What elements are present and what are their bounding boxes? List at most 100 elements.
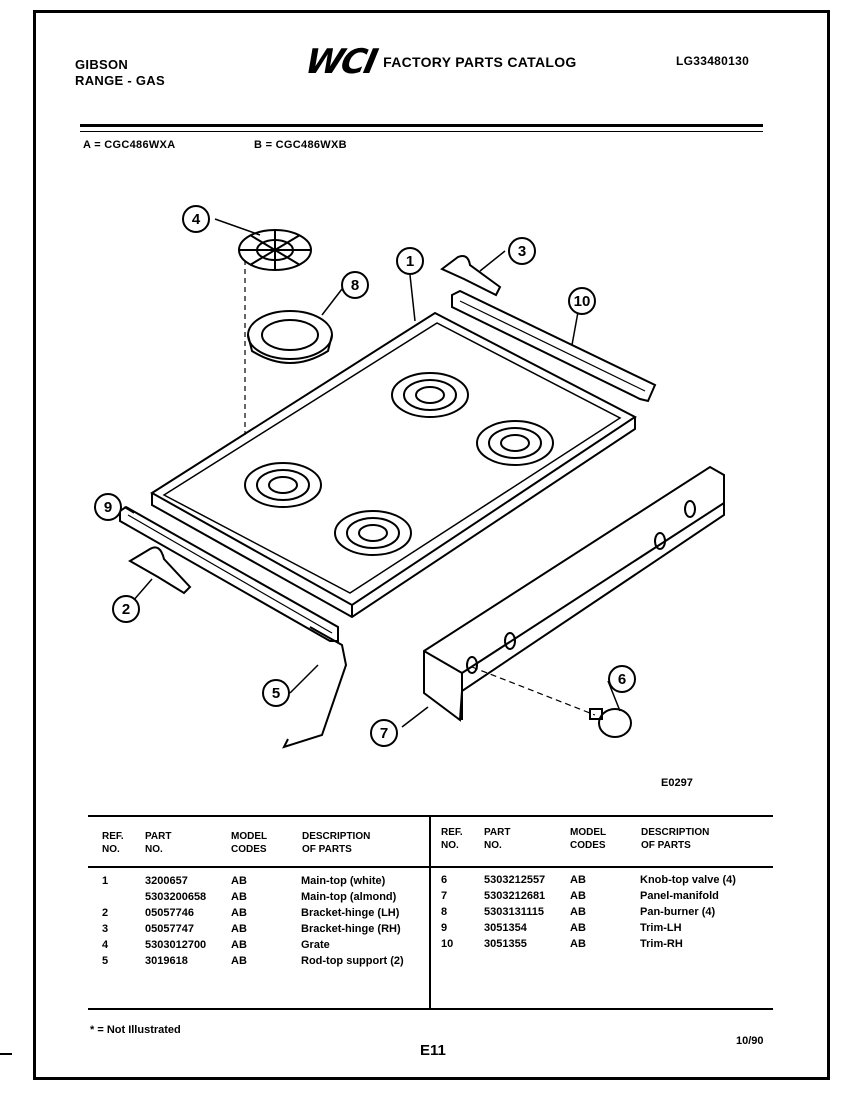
col-part-line2-right: NO. [484,840,502,851]
cell-desc: Pan-burner (4) [640,906,716,918]
callout-label: 10 [574,293,591,310]
knob-part [589,708,632,738]
col-ref-line1: REF. [102,831,124,842]
cell-codes: AB [231,923,247,935]
cell-desc: Trim-RH [640,938,683,950]
col-part-header-right: PART NO. [484,826,510,852]
product-type: RANGE - GAS [75,73,165,88]
col-ref-line2-right: NO. [441,840,459,851]
cell-part: 3019618 [145,955,188,967]
col-part-line1-right: PART [484,827,511,838]
col-desc-line2-right: OF PARTS [641,840,691,851]
callout-7: 7 [370,719,398,747]
cell-desc: Main-top (almond) [301,891,397,903]
cell-ref: 8 [441,906,448,918]
cell-part: 3051354 [484,922,527,934]
cell-ref: 10 [441,938,454,950]
header-catalog: WCI FACTORY PARTS CATALOG [302,42,577,82]
callout-label: 6 [618,671,626,688]
cell-desc: Panel-manifold [640,890,719,902]
cell-desc: Knob-top valve (4) [640,874,736,886]
header-rule-thick [80,124,763,127]
cell-ref: 2 [102,907,109,919]
col-model-line1: MODEL [231,831,268,842]
cell-codes: AB [231,939,247,951]
cell-codes: AB [231,907,247,919]
callout-10: 10 [568,287,596,315]
pan-burner-part [247,310,333,364]
col-desc-line1: DESCRIPTION [302,831,371,842]
header-brand-block: GIBSON RANGE - GAS [75,57,165,89]
cell-part: 05057747 [145,923,194,935]
main-top-part [150,311,637,619]
cell-desc: Bracket-hinge (LH) [301,907,400,919]
callout-8: 8 [341,271,369,299]
cell-part: 05057746 [145,907,194,919]
wci-logo: WCI [301,42,380,82]
catalog-title: FACTORY PARTS CATALOG [383,54,577,70]
cell-desc: Rod-top support (2) [301,955,404,967]
cell-part: 3051355 [484,938,527,950]
cell-part: 5303012700 [145,939,207,951]
callout-5: 5 [262,679,290,707]
model-a: A = CGC486WXA [83,139,176,151]
col-part-line1: PART [145,831,172,842]
cell-part: 5303212557 [484,874,546,886]
rod-support-part [282,626,348,749]
cell-desc: Bracket-hinge (RH) [301,923,401,935]
callout-label: 8 [351,277,359,294]
figure-code: E0297 [661,777,693,789]
callout-label: 5 [272,685,280,702]
cell-codes: AB [231,891,247,903]
cell-desc: Grate [301,939,330,951]
cell-ref: 1 [102,875,109,887]
cell-ref: 6 [441,874,448,886]
burner-wells [244,372,554,556]
cell-ref: 3 [102,923,109,935]
col-model-line1-right: MODEL [570,827,607,838]
cell-codes: AB [570,890,586,902]
callout-1: 1 [396,247,424,275]
cell-ref: 4 [102,939,109,951]
model-b: B = CGC486WXB [254,139,347,151]
page-number: E11 [420,1042,446,1059]
col-ref-header: REF. NO. [102,830,124,856]
col-model-line2: CODES [231,844,267,855]
cell-part: 5303212681 [484,890,546,902]
cell-ref: 9 [441,922,448,934]
callout-2: 2 [112,595,140,623]
cell-part: 3200657 [145,875,188,887]
cell-desc: Trim-LH [640,922,682,934]
grate-part [238,229,312,435]
cell-part: 5303200658 [145,891,207,903]
col-model-header-right: MODEL CODES [570,826,606,852]
cell-codes: AB [231,955,247,967]
col-ref-header-right: REF. NO. [441,826,463,852]
bracket-hinge-lh-part [128,546,192,595]
not-illustrated-note: * = Not Illustrated [90,1024,181,1036]
cell-codes: AB [570,874,586,886]
callout-label: 7 [380,725,388,742]
callout-label: 1 [406,253,414,270]
trim-lh-part [119,505,339,642]
revision-date: 10/90 [736,1035,764,1047]
cell-codes: AB [570,906,586,918]
col-part-line2: NO. [145,844,163,855]
col-model-line2-right: CODES [570,840,606,851]
callout-label: 9 [104,499,112,516]
panel-manifold-part [423,465,725,722]
cell-desc: Main-top (white) [301,875,386,887]
trim-rh-part [451,289,657,403]
callout-3: 3 [508,237,536,265]
brand-name: GIBSON [75,57,129,72]
col-desc-line1-right: DESCRIPTION [641,827,710,838]
col-ref-line2: NO. [102,844,120,855]
cell-ref: 5 [102,955,109,967]
table-bottom-rule [88,1008,773,1010]
col-part-header: PART NO. [145,830,171,856]
col-ref-line1-right: REF. [441,827,463,838]
